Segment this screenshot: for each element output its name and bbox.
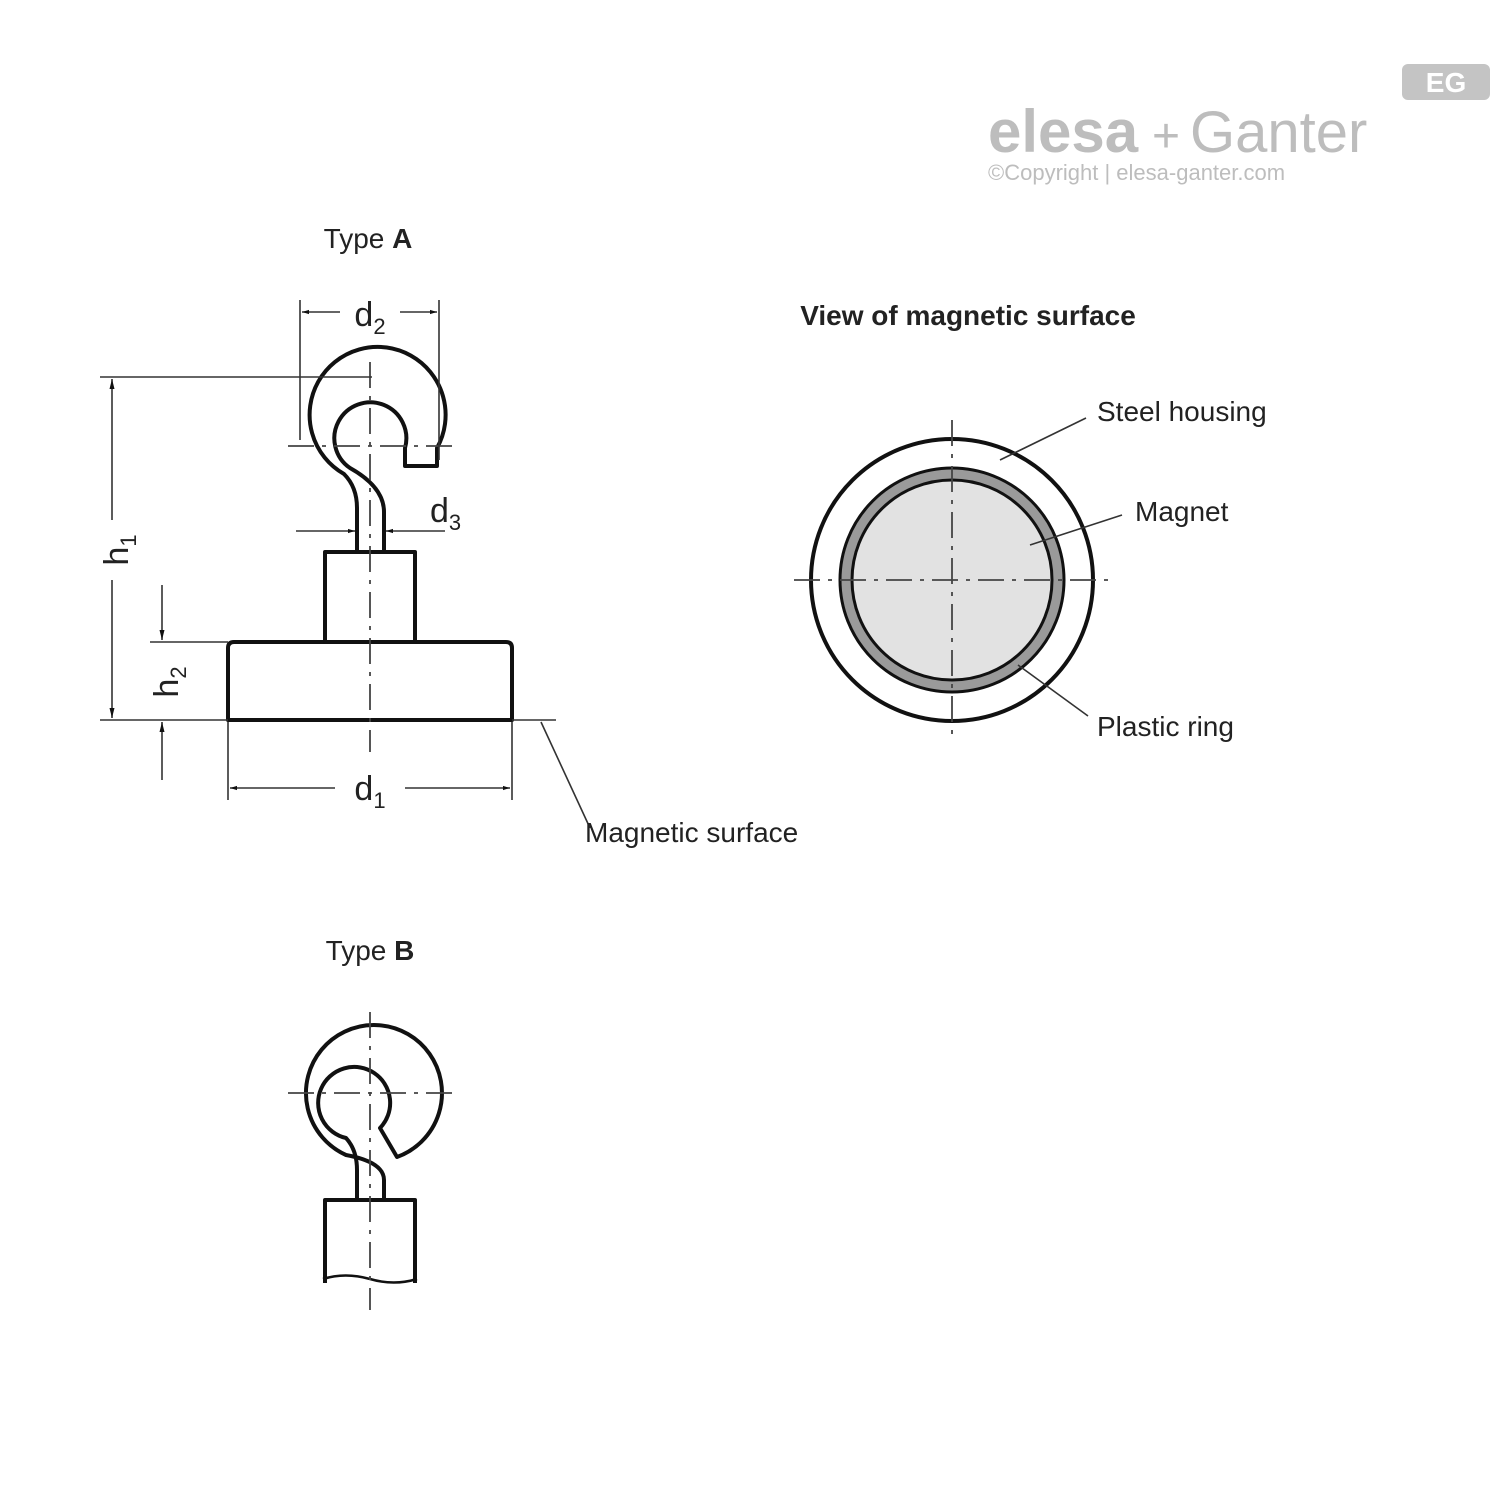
logo-ganter: Ganter bbox=[1190, 100, 1367, 165]
d3-label: d3 bbox=[430, 492, 461, 535]
view-title: View of magnetic surface bbox=[800, 300, 1136, 331]
magnetic-surface-leader bbox=[540, 721, 591, 829]
eg-badge bbox=[1402, 64, 1490, 100]
d2-label: d2 bbox=[354, 296, 385, 339]
logo-elesa: elesa bbox=[988, 98, 1139, 165]
eg-badge-text: EG bbox=[1426, 67, 1466, 98]
d1-label: d1 bbox=[354, 770, 385, 813]
magnetic-surface-label: Magnetic surface bbox=[585, 817, 798, 848]
hook bbox=[307, 344, 448, 552]
h1-label: h1 bbox=[98, 534, 141, 565]
magnet-label: Magnet bbox=[1135, 496, 1229, 527]
plastic-ring-leader bbox=[1017, 664, 1089, 717]
base-body bbox=[226, 640, 514, 722]
magnetic-surface-view: Steel housing Magnet Plastic ring bbox=[794, 396, 1267, 742]
steel-housing-leader bbox=[999, 417, 1087, 461]
logo-plus: + bbox=[1152, 110, 1180, 163]
type-b-title: Type B bbox=[326, 935, 415, 966]
plastic-ring-label: Plastic ring bbox=[1097, 711, 1234, 742]
type-a-drawing: d2 d3 h1 h2 d1 Magnetic surface bbox=[98, 296, 798, 848]
type-b-drawing bbox=[288, 1012, 452, 1310]
magnet-leader bbox=[1029, 514, 1123, 546]
h2-label: h2 bbox=[148, 666, 191, 697]
logo-copyright: ©Copyright | elesa-ganter.com bbox=[988, 160, 1285, 185]
elesa-ganter-logo: EG elesa + Ganter ©Copyright | elesa-gan… bbox=[988, 64, 1490, 185]
eye-hook bbox=[304, 1023, 444, 1200]
steel-housing-label: Steel housing bbox=[1097, 396, 1267, 427]
type-a-title: Type A bbox=[324, 223, 413, 254]
